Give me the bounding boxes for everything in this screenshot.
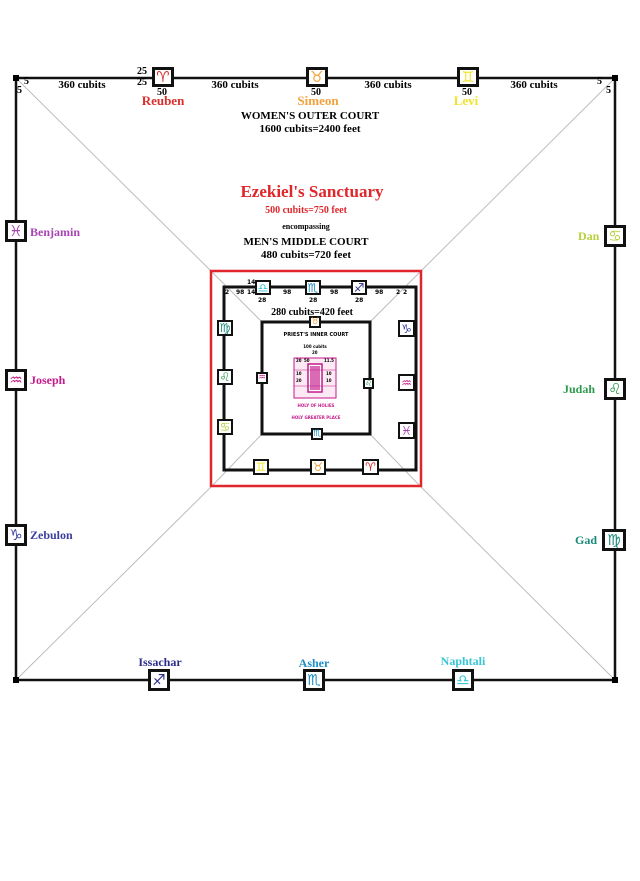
pisces-icon: ♓ <box>5 220 27 242</box>
tribe-label-naphtali: Naphtali <box>440 654 486 668</box>
capricorn-icon: ♑ <box>398 320 415 337</box>
taurus-icon: ♉ <box>306 67 328 87</box>
measure-label: 98 <box>236 289 245 296</box>
gemini-icon: ♊ <box>457 67 479 87</box>
measure-label: 98 <box>330 289 339 296</box>
measure-label: 2 <box>396 289 401 296</box>
measure-label: 20 <box>312 350 318 355</box>
aquarius-icon: ♒ <box>5 369 27 391</box>
holy-of-holies-label: HOLY OF HOLIES <box>297 403 335 408</box>
tribe-label-simeon: Simeon <box>297 93 339 108</box>
corner-marker-br <box>612 677 618 683</box>
tribe-label-reuben: Reuben <box>141 93 185 108</box>
sanctuary-size: 500 cubits=750 feet <box>265 205 347 216</box>
gate-width-label: 50 <box>311 87 321 98</box>
tribe-label-benjamin: Benjamin <box>30 225 81 239</box>
pisces-icon: ♓ <box>398 422 415 439</box>
holy-greater-place-label: HOLY GREATER PLACE <box>291 415 341 420</box>
measure-label: 14 <box>247 279 256 286</box>
measure-label: 2 <box>403 289 408 296</box>
wall-length-label: 360 cubits <box>58 79 106 91</box>
libra-icon: ♎ <box>452 669 474 691</box>
corner-marker-tl <box>13 75 19 81</box>
tribe-label-zebulon: Zebulon <box>30 528 73 542</box>
measure-label: 50 <box>304 358 310 363</box>
tribe-label-judah: Judah <box>563 382 596 396</box>
outer-court-size: 1600 cubits=2400 feet <box>259 123 361 135</box>
tribe-label-levi: Levi <box>453 93 479 108</box>
corner-width-label: 5 <box>24 76 29 87</box>
aries-icon: ♈ <box>152 67 174 87</box>
holy-place-width: 100 cubits <box>303 344 327 349</box>
scorpio-icon: ♏ <box>311 428 323 440</box>
measure-label: 28 <box>355 297 364 304</box>
tribe-label-asher: Asher <box>298 656 330 670</box>
gate-width-label: 50 <box>462 87 472 98</box>
aries-icon: ♈ <box>362 459 379 475</box>
tribe-label-issachar: Issachar <box>138 655 182 669</box>
outer-court-title: WOMEN'S OUTER COURT <box>240 110 380 122</box>
libra-icon: ♎ <box>255 280 271 295</box>
middle-court-title: MEN'S MIDDLE COURT <box>243 236 369 248</box>
sagittarius-icon: ♐ <box>351 280 367 295</box>
wall-length-label: 360 cubits <box>211 79 259 91</box>
cancer-icon: ♋ <box>217 419 233 435</box>
scorpio-icon: ♏ <box>303 669 325 691</box>
capricorn-icon: ♑ <box>5 524 27 546</box>
encompassing-label: encompassing <box>282 222 330 231</box>
leo-icon: ♌ <box>217 369 233 385</box>
tribe-label-dan: Dan <box>578 229 600 243</box>
tribe-label-joseph: Joseph <box>30 373 66 387</box>
measure-label: 28 <box>309 297 318 304</box>
taurus-icon: ♉ <box>310 459 326 475</box>
gate-width-label: 50 <box>157 87 167 98</box>
tribe-label-gad: Gad <box>575 533 598 547</box>
measure-label: 20 <box>296 378 302 383</box>
sanctuary-title: Ezekiel's Sanctuary <box>240 182 384 201</box>
sanctuary-boundary <box>209 269 423 488</box>
outer-diagonals <box>15 77 616 681</box>
virgo-icon: ♍ <box>602 529 626 551</box>
corner-marker-tr <box>612 75 618 81</box>
measure-label: 10 <box>326 378 332 383</box>
inner-court-size: 280 cubits=420 feet <box>271 307 353 318</box>
inner-court-title: PRIEST'S INNER COURT <box>283 332 349 338</box>
gate-depth-label: 25 <box>137 66 147 77</box>
aquarius-icon: ♒ <box>398 374 415 391</box>
gemini-icon: ♊ <box>253 459 269 475</box>
measure-label: 20 <box>296 358 302 363</box>
virgo-icon: ♍ <box>217 320 233 336</box>
measure-label: 10 <box>296 371 302 376</box>
gate-depth-label: 25 <box>137 77 147 88</box>
measure-label: 98 <box>283 289 292 296</box>
aquarius-icon: ♒ <box>256 372 268 384</box>
leo-icon: ♌ <box>604 378 626 400</box>
corner-width-label: 5 <box>17 85 22 96</box>
wall-length-label: 360 cubits <box>510 79 558 91</box>
scorpio-icon: ♏ <box>305 280 321 295</box>
corner-width-label: 5 <box>606 85 611 96</box>
middle-court-size: 480 cubits=720 feet <box>261 249 351 261</box>
measure-label: 98 <box>375 289 384 296</box>
leo-icon: ♌ <box>363 378 374 389</box>
corner-marker-bl <box>13 677 19 683</box>
taurus-icon: ♉ <box>309 316 321 328</box>
corner-width-label: 5 <box>597 76 602 87</box>
measure-label: 2 <box>225 289 230 296</box>
measure-label: 14 <box>247 289 256 296</box>
cancer-icon: ♋ <box>604 225 626 247</box>
wall-length-label: 360 cubits <box>364 79 412 91</box>
measure-label: 10 <box>326 371 332 376</box>
measure-label: 11.5 <box>324 358 334 363</box>
sagittarius-icon: ♐ <box>148 669 170 691</box>
measure-label: 28 <box>258 297 267 304</box>
